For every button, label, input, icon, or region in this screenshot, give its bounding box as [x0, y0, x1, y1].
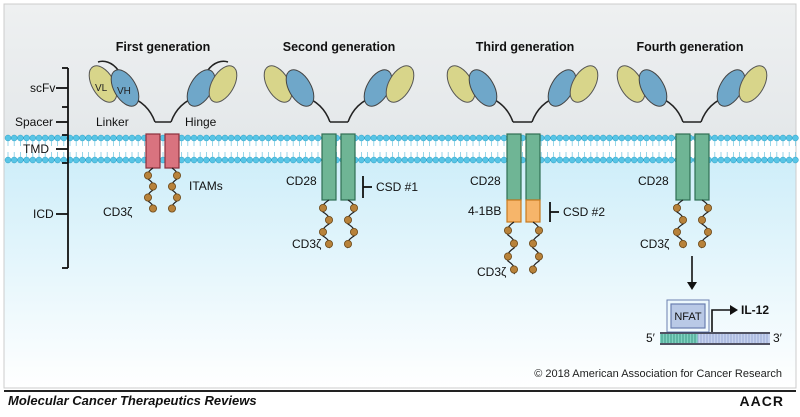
footer-divider [4, 390, 796, 392]
first-generation-construct: VL VH Linker Hinge ITAMs CD3ζ [88, 60, 238, 219]
label-il12: IL-12 [741, 303, 769, 317]
title-second-generation: Second generation [283, 40, 396, 54]
label-cd28: CD28 [286, 174, 317, 188]
third-generation-construct: CD28 4-1BB CSD #2 CD3ζ [446, 65, 605, 279]
costim-41bb-segment [506, 199, 522, 223]
fourth-generation-construct: CD28 CD3ζ NFAT IL-12 5′ 3′ [616, 65, 783, 345]
label-cd3z: CD3ζ [477, 265, 507, 279]
label-three-prime: 3′ [773, 331, 783, 345]
region-label-scfv: scFv [30, 81, 55, 95]
label-linker: Linker [96, 115, 129, 129]
itam-chain [673, 199, 713, 249]
label-cd3z: CD3ζ [640, 237, 670, 251]
intracellular-region [4, 162, 796, 388]
label-itams: ITAMs [189, 179, 223, 193]
label-nfat: NFAT [674, 311, 702, 323]
region-label-tmd: TMD [23, 142, 49, 156]
tmd-segment [145, 133, 161, 169]
copyright-notice: © 2018 American Association for Cancer R… [534, 368, 782, 380]
label-cd3z: CD3ζ [103, 205, 133, 219]
label-cd28: CD28 [638, 174, 669, 188]
label-vh: VH [117, 86, 131, 97]
vh-domain [110, 69, 140, 107]
region-bracket [56, 67, 69, 269]
promoter-arrow [711, 309, 732, 332]
label-five-prime: 5′ [646, 331, 656, 345]
label-hinge: Hinge [185, 115, 217, 129]
region-label-spacer: Spacer [15, 115, 53, 129]
second-generation-construct: CD28 CSD #1 CD3ζ [263, 65, 418, 251]
dna-strand [660, 332, 770, 345]
title-fourth-generation: Fourth generation [637, 40, 744, 54]
region-label-icd: ICD [33, 207, 54, 221]
itam-chain [503, 221, 544, 275]
label-cd28: CD28 [470, 174, 501, 188]
cd28-segment [321, 133, 337, 201]
label-vl: VL [95, 83, 108, 94]
label-csd2: CSD #2 [563, 205, 605, 219]
nfat-box [670, 303, 706, 329]
aacr-logo: AACR [739, 393, 784, 409]
journal-name: Molecular Cancer Therapeutics Reviews [8, 393, 257, 408]
label-cd3z: CD3ζ [292, 237, 322, 251]
label-41bb: 4-1BB [468, 204, 501, 218]
title-first-generation: First generation [116, 40, 210, 54]
title-third-generation: Third generation [476, 40, 575, 54]
itam-chain [143, 167, 181, 213]
label-csd1: CSD #1 [376, 180, 418, 194]
itam-chain [318, 199, 358, 249]
